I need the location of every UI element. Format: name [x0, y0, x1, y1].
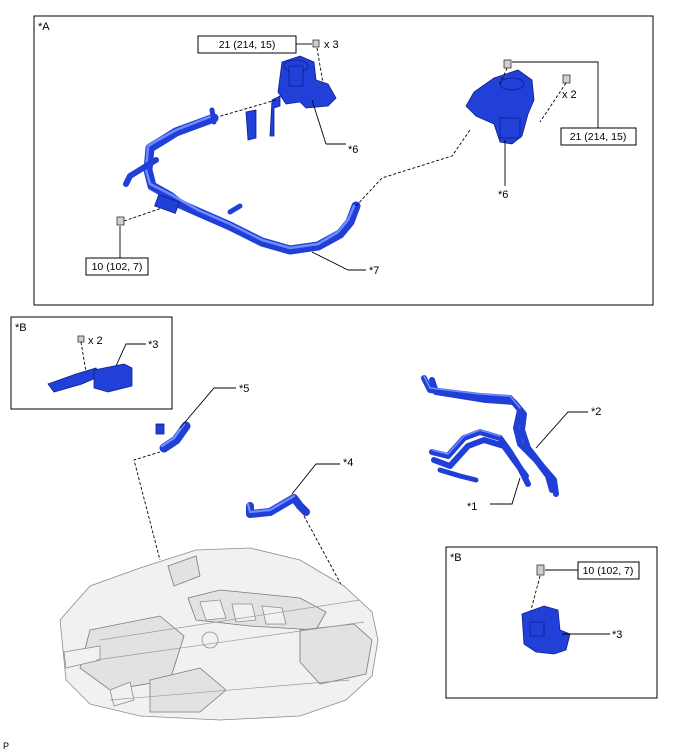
- main-assembly: *5 *4 *2 *1: [59, 375, 601, 721]
- bolt-icon-right-a: [503, 59, 512, 69]
- callout-1: *1: [467, 501, 477, 513]
- hose-part-5: [155, 421, 191, 453]
- bracket-part-3-top: [47, 363, 133, 393]
- bolt-icon-b-bottom: [536, 564, 545, 576]
- hose-part-4: [246, 494, 310, 518]
- egr-valve-part-6b: [465, 69, 535, 145]
- callout-6b: *6: [498, 189, 508, 201]
- torque-left: 10 (102, 7): [92, 261, 143, 273]
- engine-block: [59, 547, 379, 721]
- view-a: *A 21 (214, 15) x 3 *6 *: [33, 15, 654, 306]
- callout-6a: *6: [348, 144, 358, 156]
- bolt-icon-b: [77, 335, 85, 343]
- dash-5-engine: [133, 451, 161, 561]
- bolt-icon: [312, 39, 320, 48]
- torque-b-bottom: 10 (102, 7): [583, 565, 634, 577]
- dash-b-bottom: [529, 575, 541, 615]
- torque-box-right: [560, 127, 637, 146]
- leader-1: [490, 477, 521, 505]
- dash-right-bolt-a: [499, 67, 508, 85]
- view-a-frame: [33, 15, 654, 306]
- qty-b: x 2: [88, 335, 103, 347]
- torque-top: 21 (214, 15): [219, 39, 276, 51]
- dash-right-bolt-b: [539, 82, 567, 123]
- leader-3-top: [115, 343, 146, 367]
- view-a-label: *A: [38, 21, 50, 33]
- qty-right: x 2: [562, 89, 577, 101]
- view-b-bottom-label: *B: [450, 552, 462, 564]
- callout-3-top: *3: [148, 339, 158, 351]
- torque-right: 21 (214, 15): [570, 131, 627, 143]
- bracket-part-3-bottom: [521, 605, 571, 655]
- view-b-bottom-frame: [445, 546, 658, 699]
- callout-5: *5: [239, 383, 249, 395]
- callout-2: *2: [591, 406, 601, 418]
- leader-4: [291, 463, 340, 495]
- leader-6a: [311, 99, 327, 145]
- leader-5: [179, 387, 236, 429]
- dash-b-bolt: [80, 341, 87, 373]
- corner-mark: P: [3, 741, 9, 751]
- pipe-part-7: [123, 107, 361, 255]
- torque-box-left: [85, 257, 149, 276]
- leader-7: [311, 251, 349, 271]
- torque-box-b-bottom: [577, 561, 640, 580]
- qty-top: x 3: [324, 39, 339, 51]
- view-b-top-frame: [10, 316, 173, 410]
- view-b-bottom: *B 10 (102, 7) *3: [445, 546, 658, 699]
- view-b-top-label: *B: [15, 322, 27, 334]
- torque-box-top: [197, 35, 297, 54]
- callout-3-bottom: *3: [612, 629, 622, 641]
- view-b-top: *B x 2 *3: [10, 316, 173, 410]
- callout-4: *4: [343, 457, 353, 469]
- bolt-icon-left: [116, 216, 125, 226]
- dash-left-bolt: [123, 207, 163, 222]
- bolt-icon-right-b: [562, 74, 571, 84]
- pipe-assembly-part-1-2: [421, 375, 559, 497]
- dash-pipe-valve: [355, 129, 471, 207]
- bolt-dash-line: [316, 47, 326, 96]
- leader-2: [535, 411, 588, 449]
- callout-7: *7: [369, 265, 379, 277]
- egr-valve-part-6a: [245, 55, 337, 141]
- dash-6a-pipe: [213, 99, 277, 119]
